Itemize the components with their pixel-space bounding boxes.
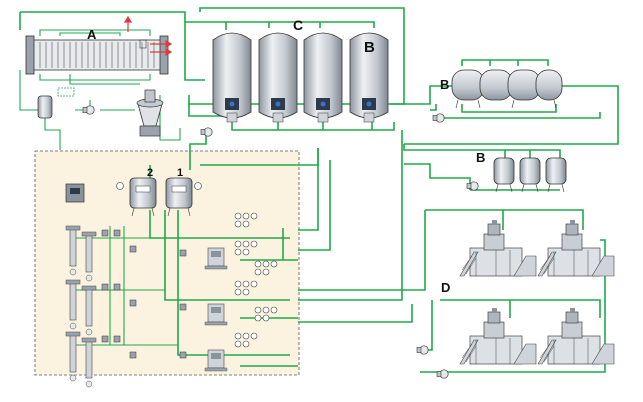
plate-heat-exchanger <box>25 29 169 85</box>
tank <box>212 32 252 123</box>
tank-1 <box>165 177 202 217</box>
process-stations <box>204 247 228 372</box>
balance-tank <box>37 87 95 119</box>
label-b-large-tank: B <box>364 39 375 56</box>
small-tanks <box>493 157 567 193</box>
pump-d-2 <box>436 369 449 379</box>
control-panel <box>65 183 85 203</box>
label-b-small: B <box>476 150 485 165</box>
pump-b-horizontal <box>432 113 445 123</box>
separator <box>136 89 164 137</box>
pump-b-small <box>466 181 479 191</box>
label-c: C <box>293 17 303 33</box>
valve-clusters <box>101 229 187 359</box>
tank-2 <box>116 177 157 217</box>
pump-d-1 <box>416 345 429 355</box>
tank <box>258 32 298 123</box>
label-b-horizontal: B <box>440 77 449 92</box>
filling-machines <box>459 219 615 365</box>
tank <box>303 32 343 123</box>
label-tank-2: 2 <box>147 167 153 179</box>
steam-arrows <box>123 15 173 57</box>
label-tank-1: 1 <box>177 167 183 179</box>
horizontal-tanks <box>451 69 563 109</box>
tank <box>349 32 389 123</box>
label-a: A <box>87 27 97 42</box>
storage-tanks-c <box>212 32 389 123</box>
label-d: D <box>441 280 450 295</box>
transfer-pump <box>200 127 213 137</box>
